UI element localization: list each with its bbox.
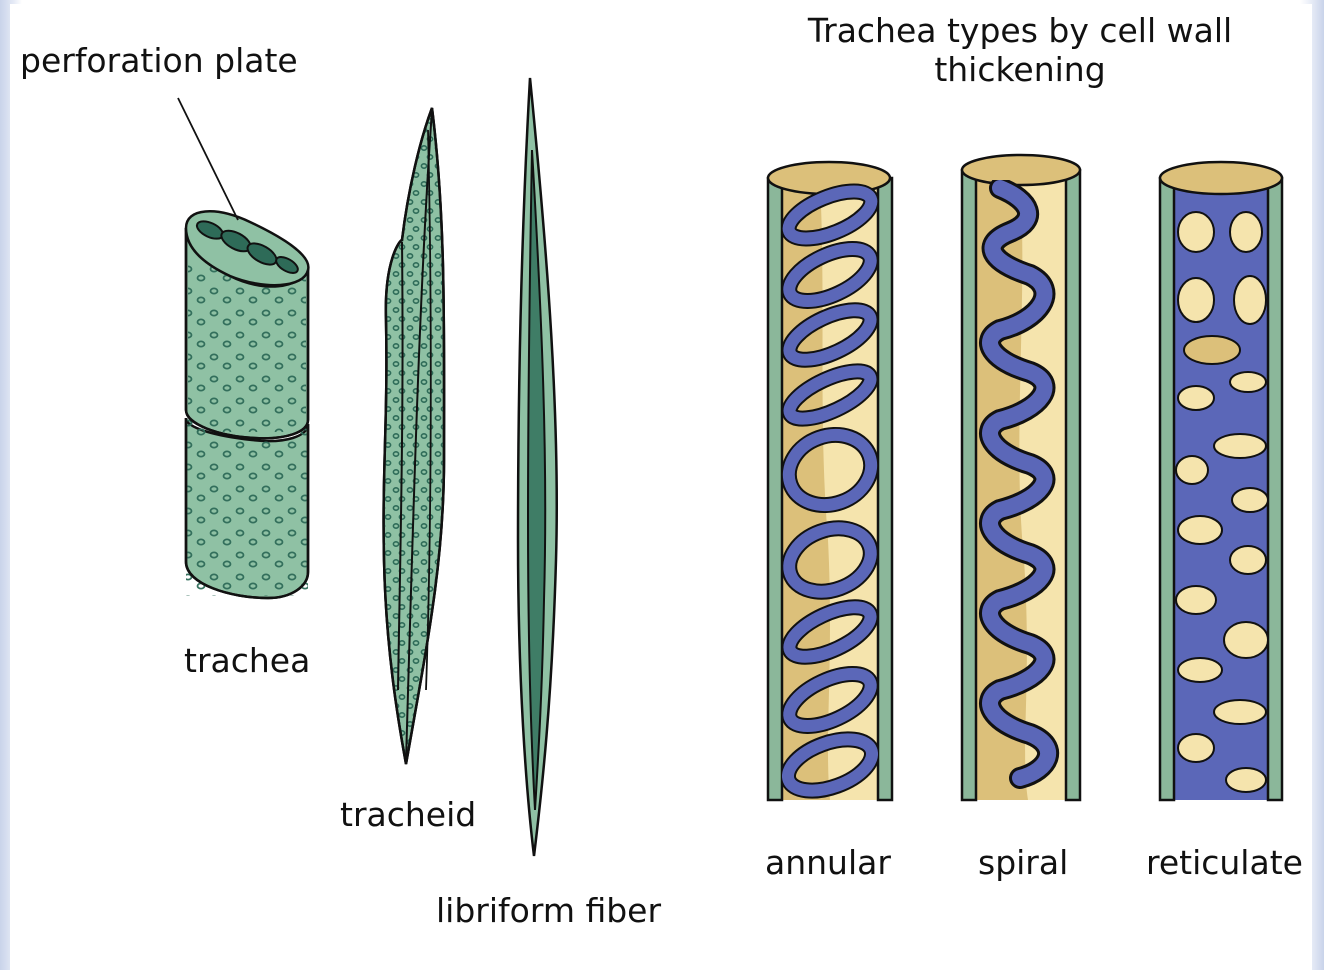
spiral-vessel-drawing (962, 155, 1080, 800)
label-annular: annular (765, 844, 891, 883)
reticulate-rim (1160, 162, 1282, 194)
title-line1: Trachea types by cell wall (790, 12, 1250, 51)
spiral-rim (962, 155, 1080, 185)
title: Trachea types by cell wall thickening (790, 12, 1250, 90)
libriform-fiber-drawing (518, 78, 557, 856)
label-libriform-fiber: libriform fiber (436, 892, 661, 931)
label-tracheid: tracheid (340, 796, 476, 835)
tracheid-drawing (384, 108, 445, 764)
title-line2: thickening (790, 51, 1250, 90)
label-trachea: trachea (184, 642, 310, 681)
trachea-drawing (178, 98, 308, 598)
perforation-plate-pointer (178, 98, 238, 220)
annular-vessel-drawing (768, 162, 892, 801)
label-spiral: spiral (978, 844, 1068, 883)
reticulate-vessel-drawing (1160, 162, 1282, 800)
label-reticulate: reticulate (1146, 844, 1303, 883)
label-perforation-plate: perforation plate (20, 42, 298, 81)
